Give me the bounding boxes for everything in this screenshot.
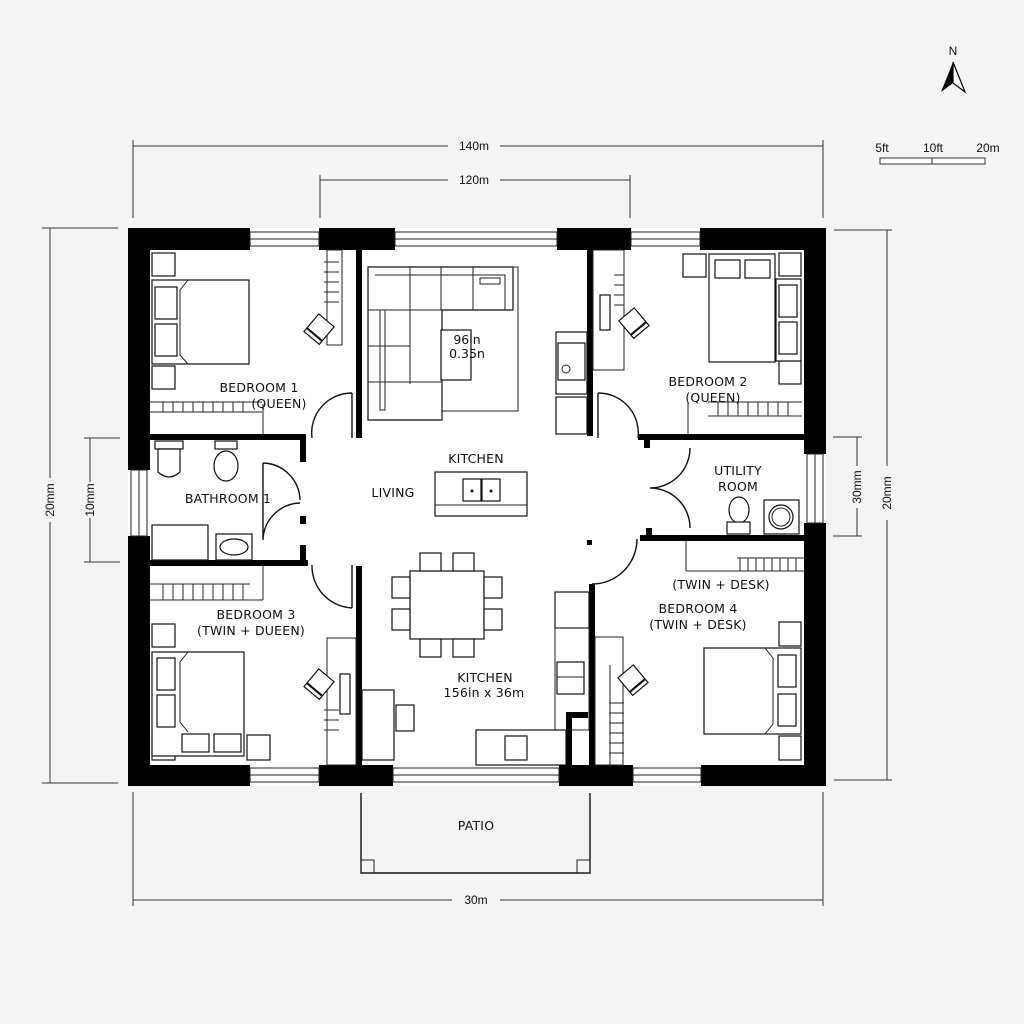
bathroom-1: BATHROOM 1: [151, 440, 271, 561]
kitchen-island: KITCHEN: [434, 451, 528, 517]
dimension-right-inner: 30mm: [833, 436, 864, 537]
svg-text:0.35n: 0.35n: [449, 346, 485, 361]
toilet: [728, 496, 750, 524]
desk-chair: [303, 668, 335, 701]
room-label-utility-2: ROOM: [718, 479, 758, 494]
toilet: [213, 450, 239, 482]
utility-room: UTILITY ROOM: [714, 463, 800, 535]
doors: [262, 392, 691, 609]
desk-chair: [618, 307, 650, 340]
room-sublabel-bedroom-1: (QUEEN): [251, 396, 306, 411]
room-label-bedroom-1: BEDROOM 1: [220, 380, 299, 395]
windows: [130, 231, 824, 783]
dimension-bottom: 30m: [132, 792, 824, 907]
coffee-table: [440, 329, 472, 381]
interior-walls: [150, 250, 804, 765]
sink: [556, 661, 585, 695]
room-label-kitchen-bottom: KITCHEN: [457, 670, 513, 685]
svg-text:10ft: 10ft: [923, 141, 944, 155]
room-label-bathroom-1: BATHROOM 1: [185, 491, 271, 506]
bedroom-1: BEDROOM 1 (QUEEN): [150, 249, 343, 434]
dining-table: [409, 570, 485, 640]
svg-text:120m: 120m: [459, 173, 489, 187]
toilet: [157, 448, 181, 478]
dimension-top-inner: 120m: [319, 173, 631, 218]
room-sublabel-bedroom-3: (TWIN + DUEEN): [197, 623, 305, 638]
room-label-bedroom-2: BEDROOM 2: [669, 374, 748, 389]
dimension-top-outer: 140m: [132, 139, 824, 218]
svg-text:20mm: 20mm: [43, 483, 57, 516]
room-size-kitchen: 156in x 36m: [444, 685, 525, 700]
room-extra-label-bedroom-4: (TWIN + DESK): [672, 577, 769, 592]
svg-text:140m: 140m: [459, 139, 489, 153]
north-arrow-icon: N: [941, 44, 967, 94]
desk-chair: [617, 664, 649, 697]
svg-text:30m: 30m: [464, 893, 487, 907]
nightstand: [151, 365, 176, 390]
svg-text:10mm: 10mm: [83, 483, 97, 516]
svg-text:96in: 96in: [453, 332, 480, 347]
sink: [504, 735, 528, 761]
desk: [361, 689, 395, 761]
svg-text:N: N: [949, 44, 958, 58]
scale-bar: 5ft 10ft 20m: [875, 141, 1000, 165]
svg-text:20mm: 20mm: [880, 476, 894, 509]
room-label-patio: PATIO: [458, 818, 494, 833]
room-label-living: LIVING: [371, 485, 414, 500]
room-label-bedroom-3: BEDROOM 3: [217, 607, 296, 622]
bathtub: [151, 524, 209, 561]
bedroom-2: BEDROOM 2 (QUEEN): [592, 249, 802, 434]
appliance: [555, 396, 588, 435]
dimension-right-outer: 20mm: [834, 229, 894, 781]
dimension-left-outer: 20mm: [42, 227, 118, 784]
room-label-bedroom-4: BEDROOM 4: [659, 601, 738, 616]
dimension-left-inner: 10mm: [83, 437, 120, 563]
dining-area: KITCHEN 156in x 36m: [361, 552, 590, 766]
svg-text:30mm: 30mm: [850, 470, 864, 503]
svg-text:20m: 20m: [976, 141, 999, 155]
exterior-walls: [128, 228, 826, 786]
desk-chair: [303, 313, 335, 346]
svg-text:5ft: 5ft: [875, 141, 889, 155]
counter: [554, 591, 590, 629]
room-label-utility: UTILITY: [714, 463, 762, 478]
bedroom-4: (TWIN + DESK) BEDROOM 4 (TWIN + DESK): [594, 541, 804, 766]
room-sublabel-bedroom-4: (TWIN + DESK): [649, 617, 746, 632]
sink: [219, 538, 249, 556]
room-sublabel-bedroom-2: (QUEEN): [685, 390, 740, 405]
room-label-kitchen-top: KITCHEN: [448, 451, 504, 466]
patio: PATIO: [360, 793, 591, 874]
nightstand: [151, 252, 176, 277]
living-area: 96in 0.35n LIVING: [367, 266, 588, 500]
bedroom-3: BEDROOM 3 (TWIN + DUEEN): [150, 566, 357, 766]
